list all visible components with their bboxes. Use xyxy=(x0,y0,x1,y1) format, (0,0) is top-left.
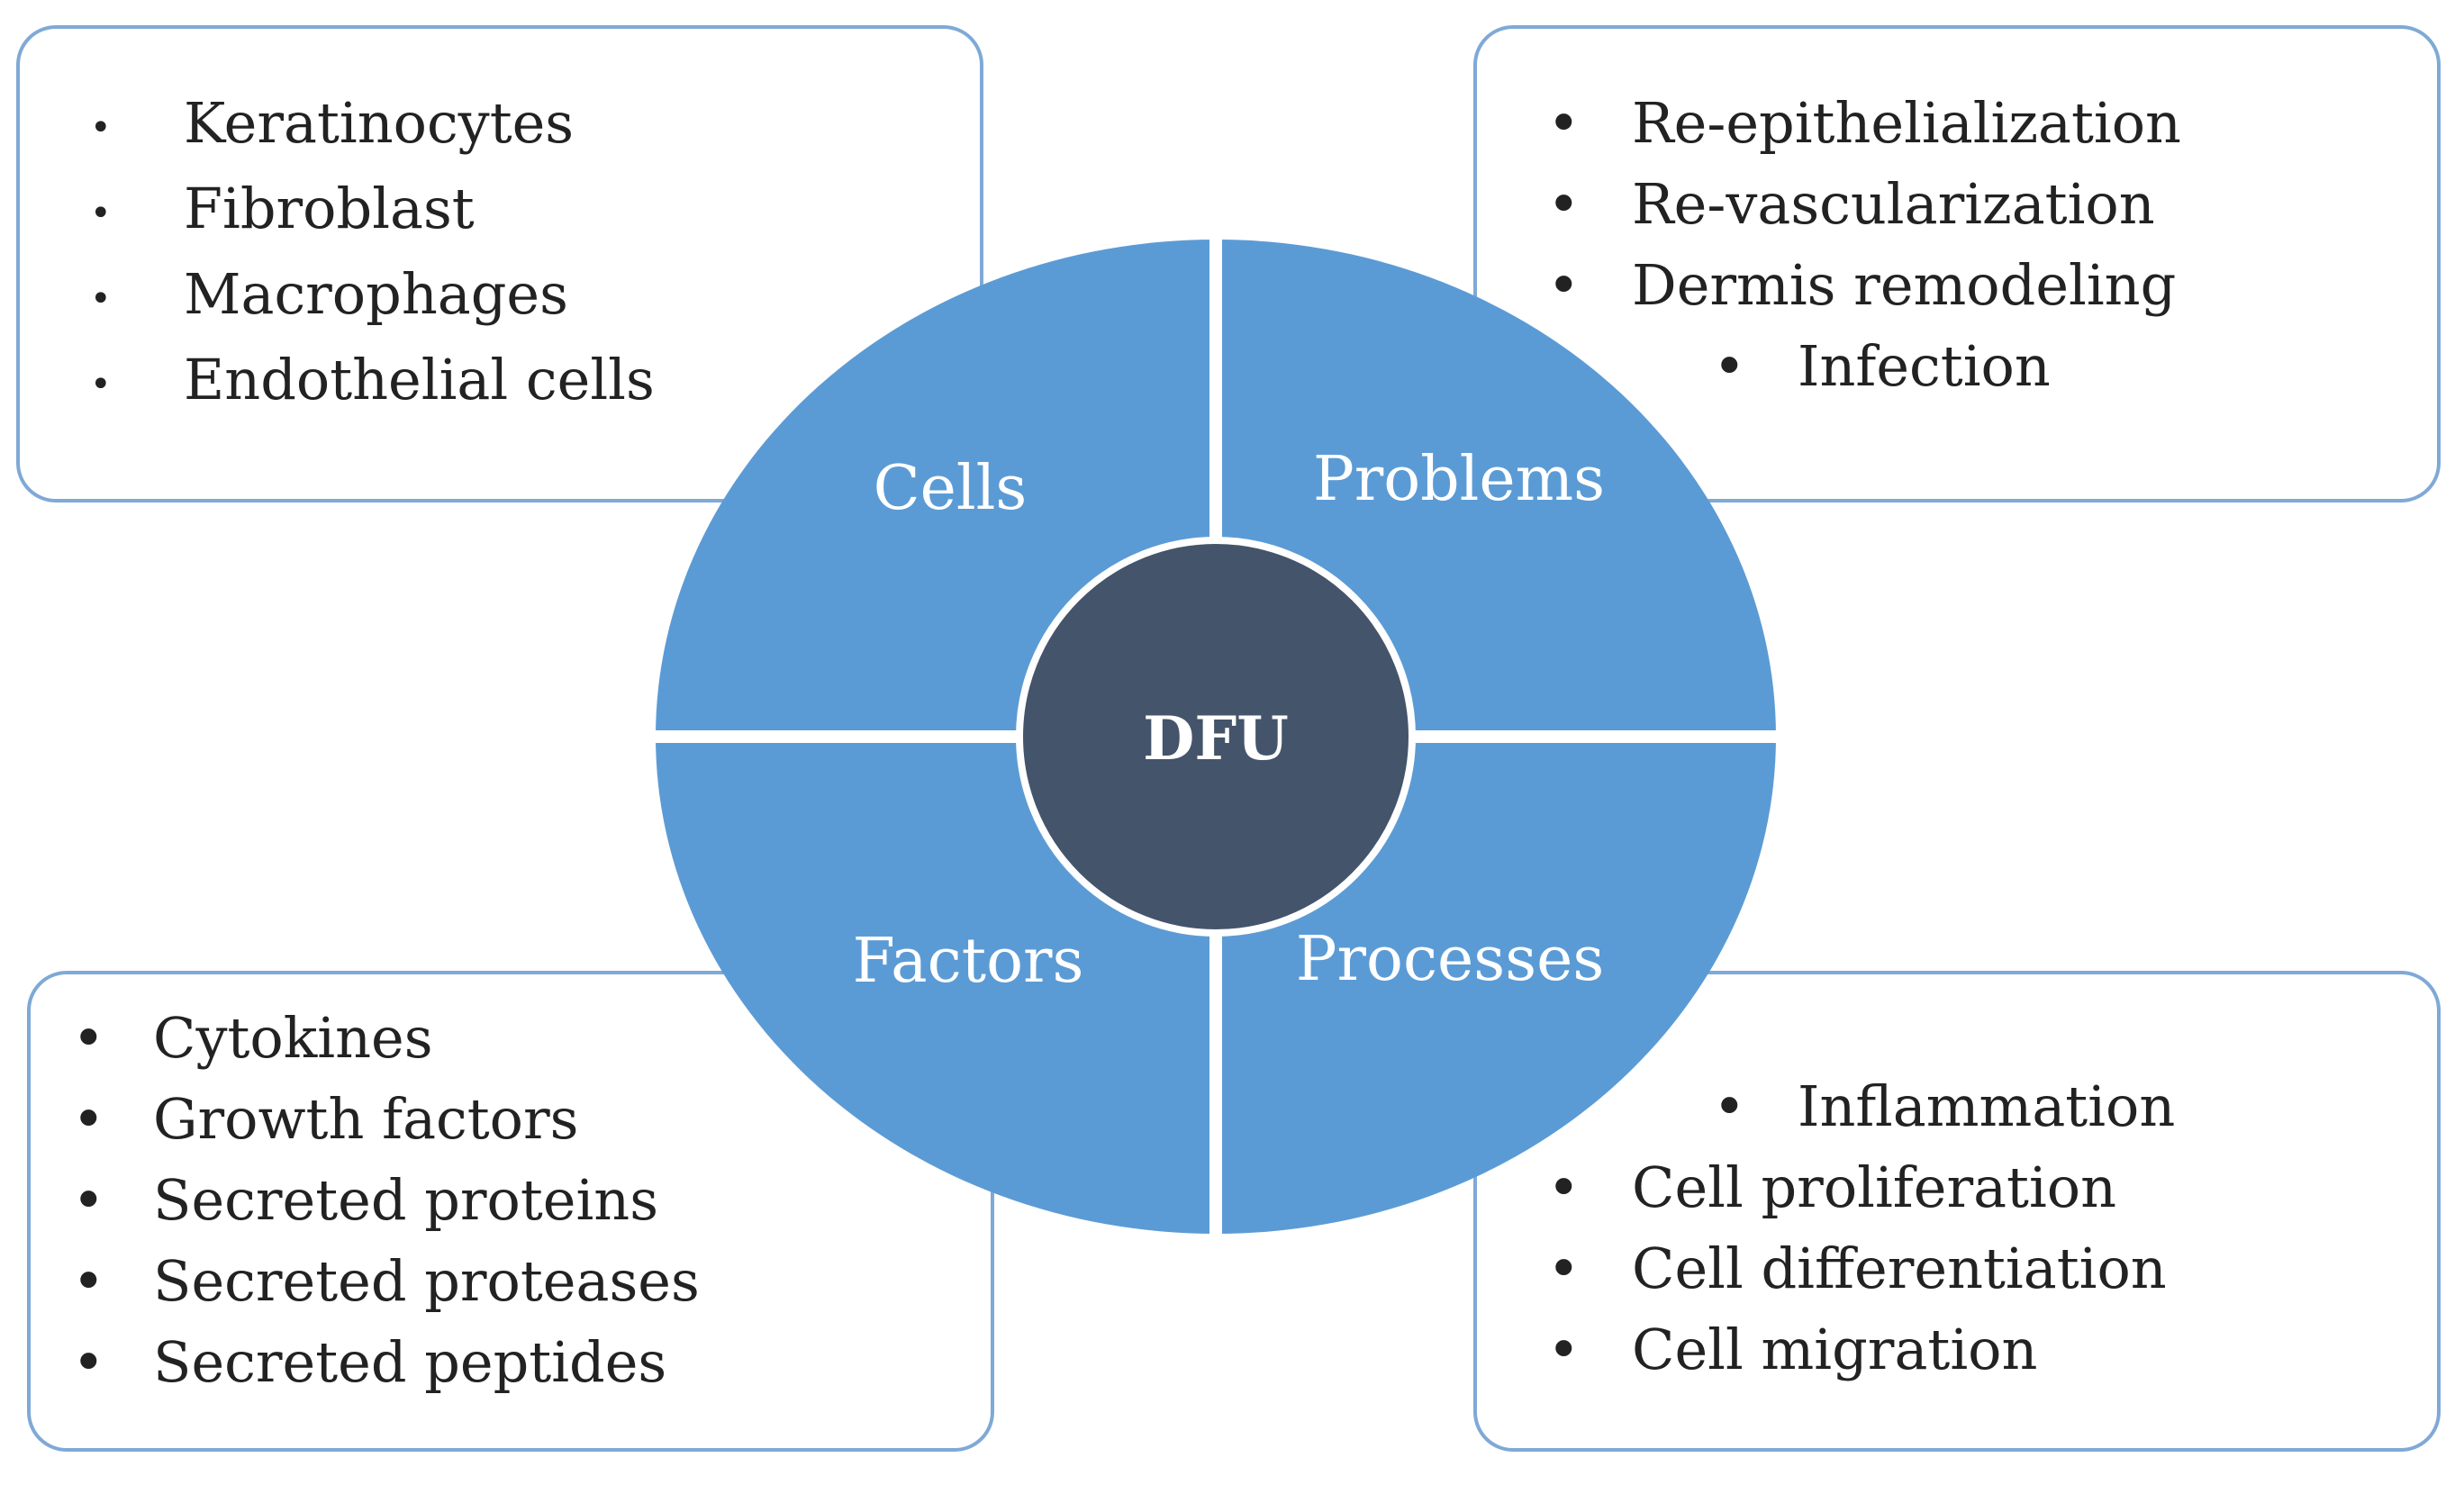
list-item: •Keratinocytes xyxy=(90,83,655,168)
bullet-icon: • xyxy=(1547,1317,1581,1382)
bullet-icon: • xyxy=(72,1086,105,1152)
bullet-icon: • xyxy=(72,1167,105,1233)
list-item: •Endothelial cells xyxy=(90,340,655,425)
list-item: •Macrophages xyxy=(90,254,655,340)
quadrant-label-processes: Processes xyxy=(1296,924,1604,995)
list-item: •Cell differentiation xyxy=(1547,1228,2175,1309)
list-item: •Inflammation xyxy=(1713,1066,2175,1147)
problems-list: •Re-epithelialization •Re-vascularizatio… xyxy=(1547,83,2181,407)
list-item: •Secreted proteases xyxy=(72,1241,700,1322)
list-item: •Secreted proteins xyxy=(72,1160,700,1241)
bullet-icon: • xyxy=(1547,90,1581,156)
bullet-icon: • xyxy=(1547,1154,1581,1220)
bullet-icon: • xyxy=(90,192,112,234)
processes-list: •Inflammation •Cell proliferation •Cell … xyxy=(1547,1066,2175,1390)
list-item: •Fibroblast xyxy=(90,168,655,254)
list-item: •Secreted peptides xyxy=(72,1322,700,1403)
factors-list: •Cytokines •Growth factors •Secreted pro… xyxy=(72,998,700,1403)
list-item: •Dermis remodeling xyxy=(1547,245,2181,326)
bullet-icon: • xyxy=(1713,1073,1746,1139)
center-circle xyxy=(1016,537,1416,937)
bullet-icon: • xyxy=(1547,252,1581,318)
quadrant-label-factors: Factors xyxy=(853,926,1084,997)
center-label: DFU xyxy=(1143,703,1289,774)
list-item: •Growth factors xyxy=(72,1079,700,1160)
quadrant-label-cells: Cells xyxy=(874,453,1028,524)
bullet-icon: • xyxy=(1547,171,1581,237)
wheel xyxy=(630,225,1801,1252)
list-item: •Infection xyxy=(1713,326,2181,407)
bullet-icon: • xyxy=(1713,333,1746,399)
bullet-icon: • xyxy=(1547,1236,1581,1301)
bullet-icon: • xyxy=(72,1329,105,1395)
list-item: •Cytokines xyxy=(72,998,700,1079)
bullet-icon: • xyxy=(90,363,112,405)
list-item: •Cell proliferation xyxy=(1547,1147,2175,1228)
bullet-icon: • xyxy=(72,1005,105,1071)
list-item: •Cell migration xyxy=(1547,1309,2175,1390)
bullet-icon: • xyxy=(90,277,112,320)
quadrant-label-problems: Problems xyxy=(1313,444,1605,515)
list-item: •Re-epithelialization xyxy=(1547,83,2181,164)
cells-list: •Keratinocytes •Fibroblast •Macrophages … xyxy=(90,83,655,425)
bullet-icon: • xyxy=(90,106,112,149)
list-item: •Re-vascularization xyxy=(1547,164,2181,245)
bullet-icon: • xyxy=(72,1248,105,1314)
